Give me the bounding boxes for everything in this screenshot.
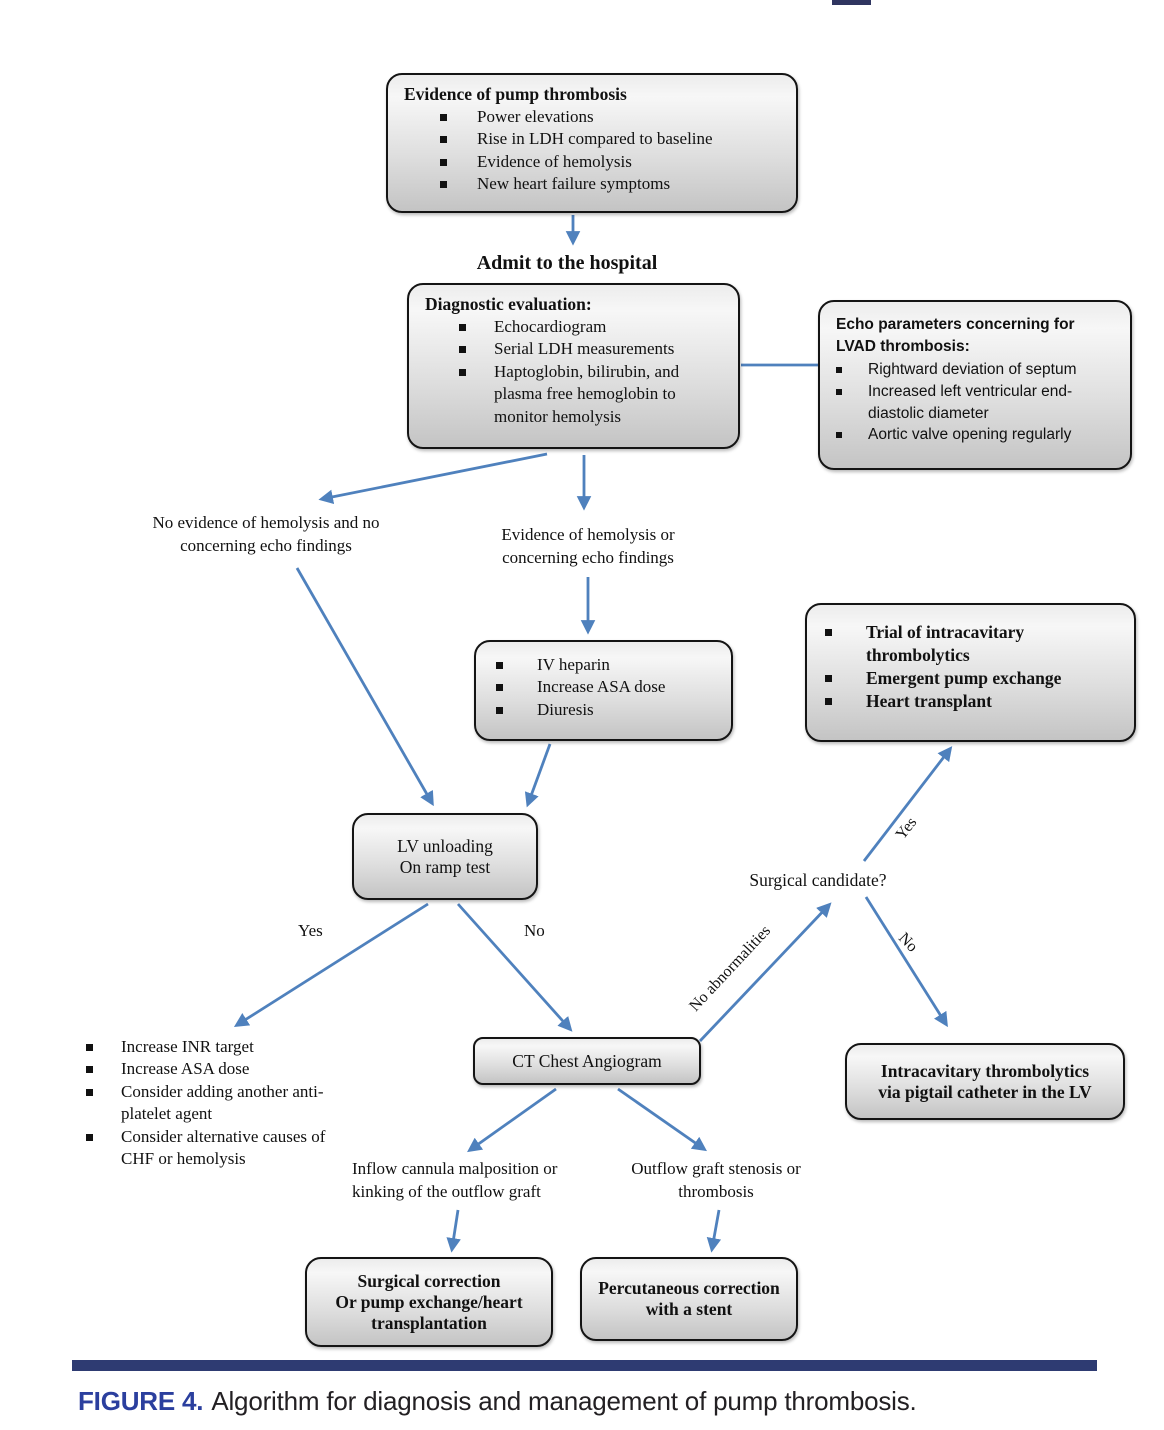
ct-angiogram-box: CT Chest Angiogram [473, 1037, 701, 1085]
bullet-icon [496, 684, 503, 692]
diagnostic-box: Diagnostic evaluation: Echocardiogram Se… [407, 283, 740, 449]
no-evidence-label: No evidence of hemolysis and no concerni… [135, 512, 397, 558]
bullet-text: Haptoglobin, bilirubin, and plasma free … [494, 361, 680, 426]
bullet-icon [440, 113, 447, 121]
bullet-text: Rise in LDH compared to baseline [477, 129, 713, 149]
echo-parameters-title: Echo parameters concerning for LVAD thro… [836, 316, 1075, 355]
bullet-text: Rightward deviation of septum [868, 361, 1077, 379]
figure-caption-text: Algorithm for diagnosis and management o… [211, 1386, 917, 1416]
arrow-lv-no-branch [456, 903, 573, 1032]
bullet-icon [459, 368, 466, 376]
treatment-box: IV heparin Increase ASA dose Diuresis [474, 640, 733, 741]
arrow-inflow-to-surgical-correction [446, 1209, 461, 1253]
page-edge-fragment [832, 0, 871, 5]
evidence-box-title: Evidence of pump thrombosis [404, 84, 627, 104]
bullet-text: Serial LDH measurements [494, 339, 675, 359]
bullet-text: Evidence of hemolysis [477, 151, 632, 171]
bullet-text: Aortic valve opening regularly [868, 426, 1072, 444]
arrow-no-evidence-to-lv [295, 567, 434, 807]
percutaneous-correction-box: Percutaneous correction with a stent [580, 1257, 798, 1341]
arrow-treatment-to-lv [524, 743, 552, 808]
pigtail-thrombolytics-box: Intracavitary thrombolytics via pigtail … [845, 1043, 1125, 1120]
lv-unloading-line2: On ramp test [399, 856, 491, 877]
figure-caption: FIGURE 4.Algorithm for diagnosis and man… [78, 1386, 917, 1417]
surgical-correction-box: Surgical correction Or pump exchange/hea… [305, 1257, 553, 1347]
no-abnormalities-rotated-label: No abnormalities [686, 922, 775, 1015]
bullet-icon [836, 367, 842, 374]
bullet-text: New heart failure symptoms [477, 174, 671, 194]
surgical-correction-line1: Surgical correction [357, 1270, 501, 1291]
inflow-line2: kinking of the outflow graft [352, 1181, 541, 1201]
bullet-icon [825, 675, 832, 683]
bullet-icon [86, 1133, 93, 1141]
arrow-ct-to-inflow [467, 1087, 557, 1153]
echo-parameters-box: Echo parameters concerning for LVAD thro… [818, 300, 1132, 470]
bullet-text: Consider adding another anti-platelet ag… [121, 1081, 324, 1124]
lv-unloading-box: LV unloading On ramp test [352, 813, 538, 900]
bullet-icon [86, 1088, 93, 1096]
percutaneous-line2: with a stent [645, 1299, 733, 1319]
surgical-yes-rotated-label: Yes [892, 814, 921, 843]
bullet-icon [440, 158, 447, 166]
bullet-icon [496, 662, 503, 669]
bullet-icon [836, 432, 842, 439]
no-evidence-line2: concerning echo findings [180, 535, 352, 555]
admit-label: Admit to the hospital [476, 252, 658, 274]
bullet-text: Echocardiogram [494, 316, 607, 336]
bullet-icon [459, 323, 466, 331]
bullet-text: Increase ASA dose [537, 677, 666, 697]
bullet-icon [836, 389, 842, 396]
bullet-text: Increase ASA dose [121, 1059, 250, 1079]
surgical-no-rotated-label: No [895, 929, 921, 956]
inr-management-list: Increase INR target Increase ASA dose Co… [78, 1036, 358, 1171]
figure-divider-bar [72, 1360, 1097, 1371]
yes-branch-label: Yes [298, 921, 323, 940]
figure-caption-label: FIGURE 4. [78, 1386, 204, 1416]
pigtail-line2: via pigtail catheter in the LV [878, 1081, 1092, 1102]
evidence-box: Evidence of pump thrombosis Power elevat… [386, 73, 798, 213]
pigtail-line1: Intracavitary thrombolytics [880, 1060, 1090, 1081]
surgical-correction-line3: transplantation [371, 1312, 487, 1333]
bullet-text: Diuresis [537, 699, 594, 719]
inflow-line1: Inflow cannula malposition or [352, 1159, 558, 1178]
outflow-line1: Outflow graft stenosis or [631, 1159, 801, 1178]
arrow-surgical-candidate-no [864, 896, 948, 1028]
bullet-text: Power elevations [477, 106, 594, 126]
outflow-line2: thrombosis [678, 1181, 754, 1201]
bullet-icon [496, 706, 503, 714]
bullet-icon [825, 629, 832, 636]
evidence-hemolysis-label: Evidence of hemolysis or concerning echo… [468, 524, 708, 570]
no-evidence-line1: No evidence of hemolysis and no [152, 513, 380, 532]
lv-unloading-line1: LV unloading [397, 835, 493, 856]
arrow-lv-yes-branch [233, 902, 429, 1027]
bullet-icon [825, 698, 832, 706]
percutaneous-line1: Percutaneous correction [598, 1278, 780, 1298]
bullet-icon [86, 1066, 93, 1074]
evidence-hemolysis-line2: concerning echo findings [502, 547, 674, 567]
bullet-text: Emergent pump exchange [866, 668, 1062, 689]
outflow-finding-label: Outflow graft stenosis or thrombosis [616, 1158, 816, 1204]
bullet-icon [459, 346, 466, 354]
no-branch-label: No [524, 921, 545, 940]
bullet-icon [440, 181, 447, 189]
bullet-text: Trial of intracavitary thrombolytics [866, 622, 1025, 666]
arrow-diagnostic-to-no-evidence [318, 452, 548, 504]
diagnostic-box-title: Diagnostic evaluation: [425, 294, 592, 314]
evidence-hemolysis-line1: Evidence of hemolysis or [501, 525, 675, 544]
bullet-text: Heart transplant [866, 691, 992, 712]
thrombolytics-options-box: Trial of intracavitary thrombolytics Eme… [805, 603, 1136, 742]
surgical-candidate-label: Surgical candidate? [749, 870, 887, 890]
arrow-outflow-to-percutaneous [706, 1209, 722, 1253]
bullet-icon [86, 1044, 93, 1051]
arrow-ct-to-outflow [617, 1087, 707, 1152]
inflow-finding-label: Inflow cannula malposition or kinking of… [352, 1158, 592, 1204]
bullet-text: IV heparin [537, 655, 610, 674]
bullet-text: Increase INR target [121, 1037, 254, 1056]
bullet-text: Consider alternative causes of CHF or he… [121, 1126, 326, 1169]
bullet-icon [440, 136, 447, 144]
bullet-text: Increased left ventricular end-diastolic… [868, 383, 1073, 422]
surgical-correction-line2: Or pump exchange/heart [335, 1291, 523, 1312]
